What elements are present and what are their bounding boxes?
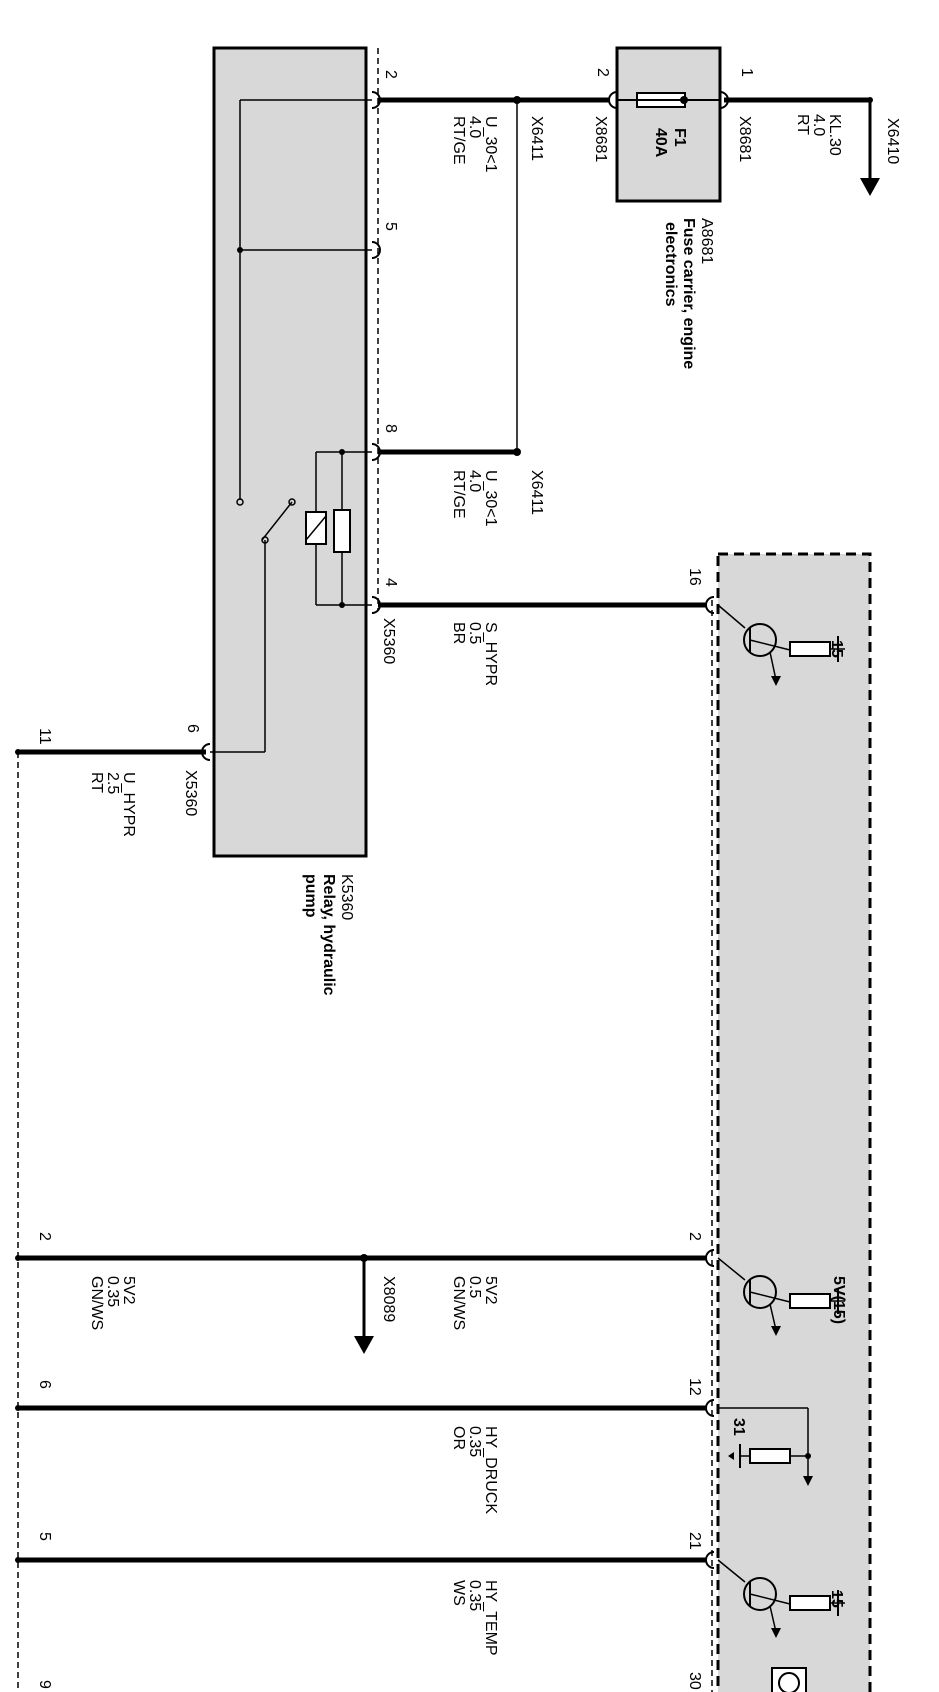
w-shypr-color: BR [450, 622, 467, 644]
arrow-down-icon [860, 178, 880, 196]
fuse-carrier-name-1: Fuse carrier, engine [680, 218, 697, 369]
relay-connector-pin6: X5360 [182, 770, 199, 816]
cu-pin-30: 30 [686, 1672, 703, 1690]
relay-connector: X5360 [380, 618, 397, 664]
fuse-carrier-box [615, 46, 722, 203]
relay-pin-6: 6 [184, 724, 201, 733]
w-5v2a-gauge: 0.5 [466, 1276, 483, 1298]
w-u30a-signal: U_30<1 [482, 116, 499, 173]
w-5v2b-connector: X8089 [380, 1276, 397, 1322]
cu-pin-2: 2 [686, 1232, 703, 1241]
relay-pin-8: 8 [382, 424, 399, 433]
w-u30a-color: RT/GE [450, 116, 467, 165]
sensor-icon [771, 1667, 807, 1692]
w-u30b-color: RT/GE [450, 470, 467, 519]
supply-signal: KL.30 [826, 114, 843, 156]
cu-pin-16: 16 [686, 568, 703, 586]
w-5v2b-signal: 5V2 [120, 1276, 137, 1305]
w-uhypr-color: RT [88, 772, 105, 793]
fuse-carrier-name-2: electronics [662, 222, 679, 307]
w-druck-signal: HY_DRUCK [482, 1426, 499, 1514]
w-shypr-gauge: 0.5 [466, 622, 483, 644]
cu-supply-15a: 15 [828, 640, 845, 658]
cu-supply-15b: 15 [828, 1590, 845, 1608]
w-5v2b-gauge: 0.35 [104, 1276, 121, 1307]
w-uhypr-signal: U_HYPR [120, 772, 137, 837]
cu-pin-12: 12 [686, 1378, 703, 1396]
cu-supply-5v15: 5V(15) [830, 1276, 847, 1324]
w-5v2b-color: GN/WS [88, 1276, 105, 1330]
control-unit-box [716, 552, 872, 1692]
w-uhypr-gauge: 2.5 [104, 772, 121, 794]
w-temp-gauge: 0.35 [466, 1580, 483, 1611]
transistor-icon [717, 1559, 845, 1638]
transistor-icon [717, 1257, 845, 1336]
w-u30b-gauge: 4.0 [466, 470, 483, 492]
fuse-carrier-ref: A8681 [698, 218, 715, 264]
w-u30a-gauge: 4.0 [466, 116, 483, 138]
w-shypr-signal: S_HYPR [482, 622, 499, 686]
relay-pin-2: 2 [382, 70, 399, 79]
left-pin-5: 5 [36, 1532, 53, 1541]
relay-pin-5: 5 [382, 222, 399, 231]
relay-pin-4: 4 [382, 578, 399, 587]
supply-color: RT [794, 114, 811, 135]
fuse-connector-out: X8681 [592, 116, 609, 162]
w-druck-gauge: 0.35 [466, 1426, 483, 1457]
left-pin-9: 9 [36, 1680, 53, 1689]
relay-name-2: pump [302, 874, 319, 918]
cu-pin-21: 21 [686, 1532, 703, 1550]
fuse-ref: F1 [671, 128, 688, 147]
fuse-pin-in: 1 [738, 68, 755, 77]
w-5v2a-signal: 5V2 [482, 1276, 499, 1305]
cu-ground-31: 31 [730, 1418, 747, 1436]
fuse-pin-out: 2 [594, 68, 611, 77]
relay-ref: K5360 [338, 874, 355, 920]
w-u30a-splice: X6411 [528, 116, 545, 161]
relay-resistor-icon [333, 509, 351, 553]
w-5v2a-color: GN/WS [450, 1276, 467, 1330]
supply-gauge: 4.0 [810, 114, 827, 136]
w-temp-signal: HY_TEMP [482, 1580, 499, 1656]
left-pin-2: 2 [36, 1232, 53, 1241]
w-druck-color: OR [450, 1426, 467, 1450]
relay-name-1: Relay, hydraulic [320, 874, 337, 996]
left-pin-6: 6 [36, 1380, 53, 1389]
arrow-down-icon [354, 1336, 374, 1354]
supply-connector: X6410 [884, 118, 901, 164]
left-pin-11: 11 [36, 728, 53, 745]
w-u30b-signal: U_30<1 [482, 470, 499, 527]
transistor-icon [717, 604, 845, 686]
w-u30b-splice: X6411 [528, 470, 545, 515]
fuse-rating: 40A [652, 128, 669, 158]
pull-down-resistor-icon [718, 1407, 813, 1486]
w-temp-color: WS [450, 1580, 467, 1606]
fuse-connector-in: X8681 [736, 116, 753, 162]
